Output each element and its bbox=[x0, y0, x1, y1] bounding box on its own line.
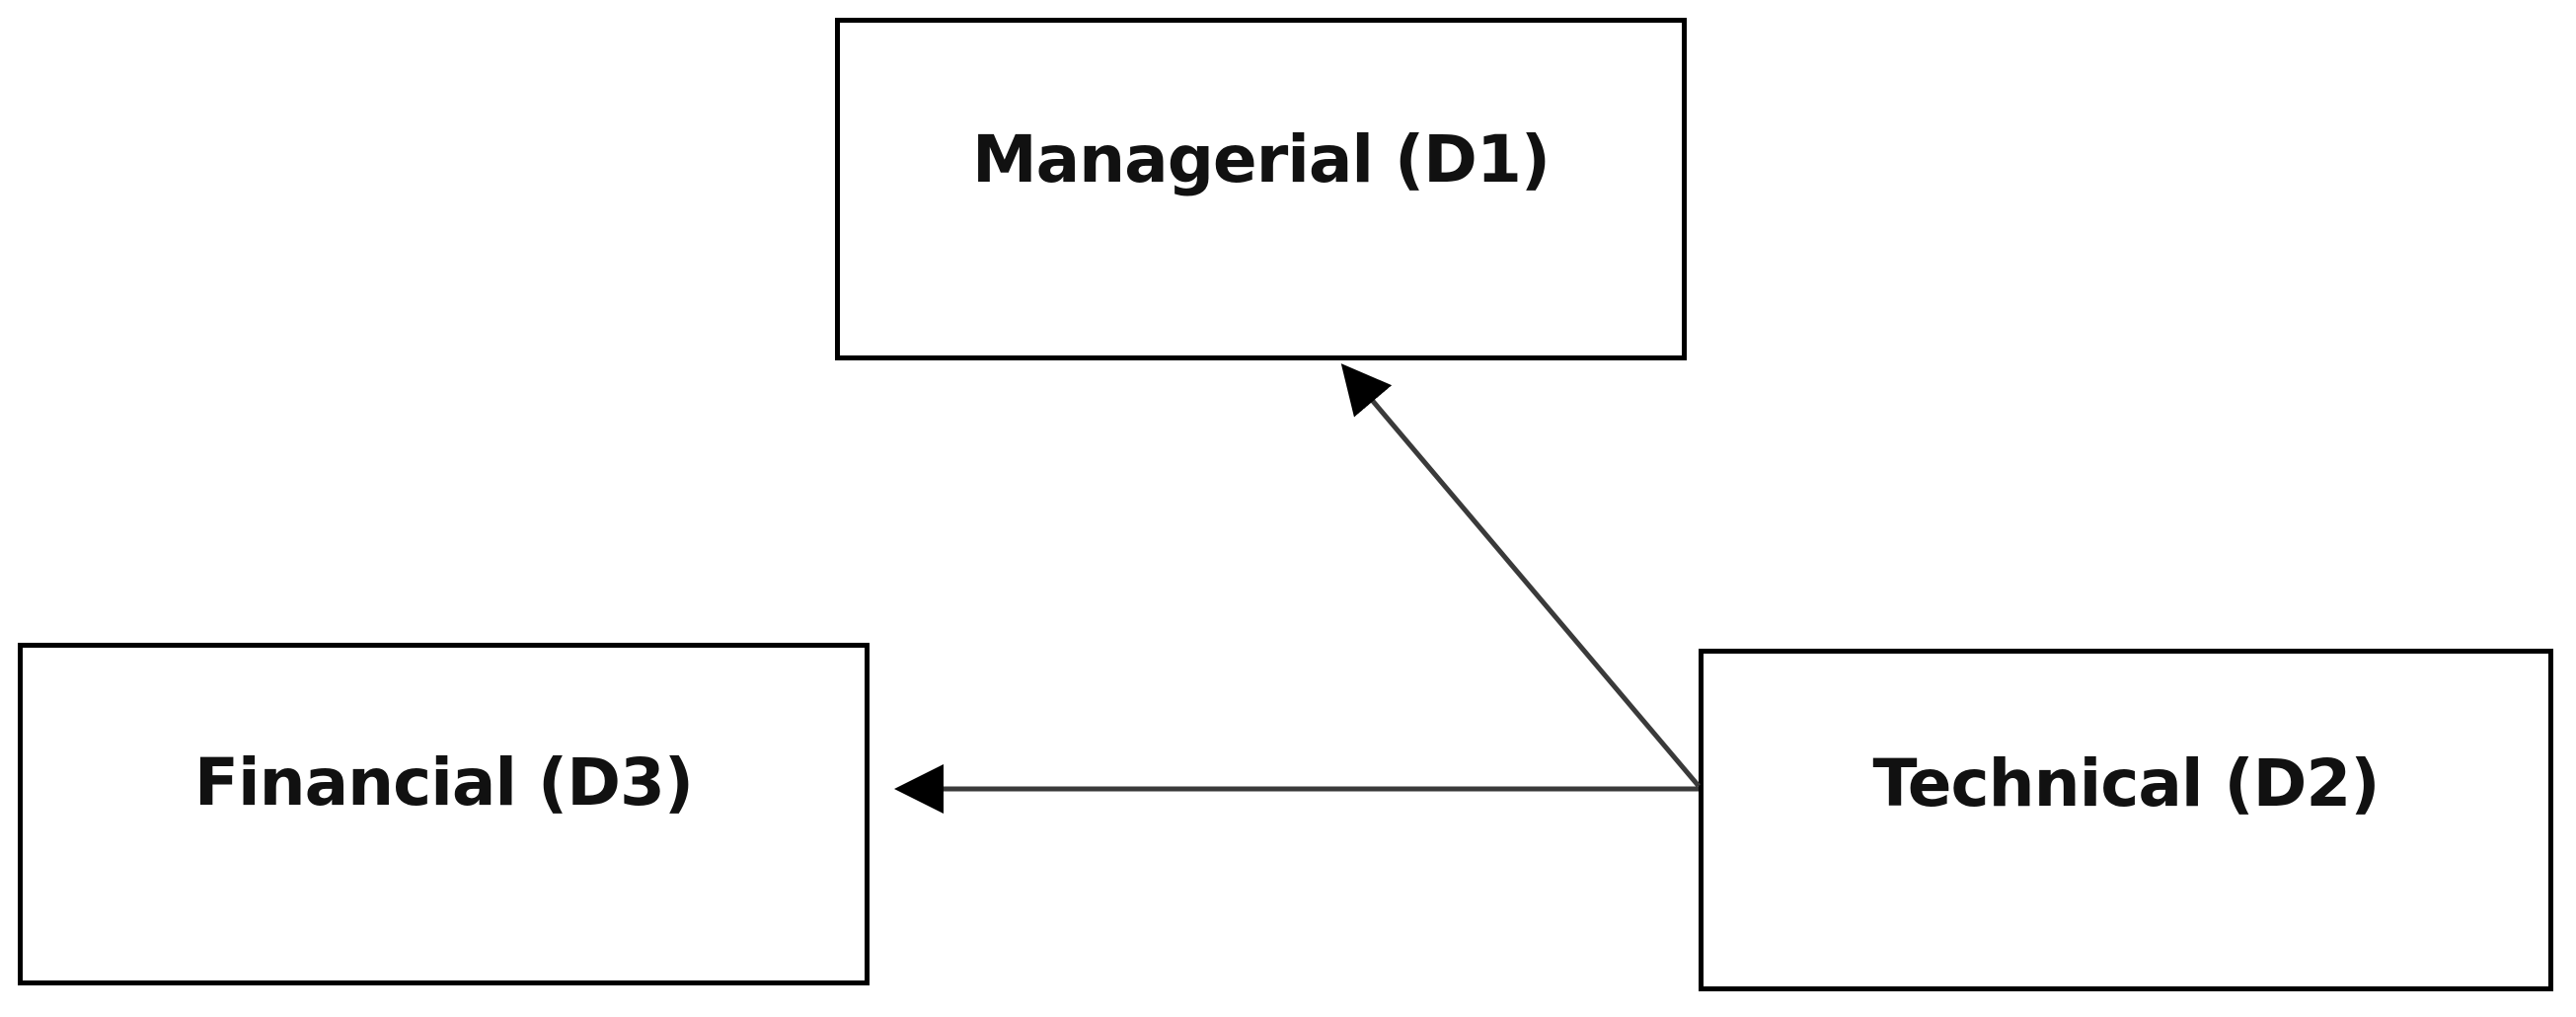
financial-d3-node: Financial (D3) bbox=[18, 643, 870, 985]
financial-d3-label: Financial (D3) bbox=[193, 744, 694, 821]
managerial-d1-node: Managerial (D1) bbox=[835, 18, 1687, 360]
managerial-d1-label: Managerial (D1) bbox=[971, 121, 1551, 197]
technical-d2-label: Technical (D2) bbox=[1872, 745, 2380, 821]
technical-d2-node: Technical (D2) bbox=[1699, 649, 2553, 991]
edge-technical-to-managerial-arrow bbox=[1340, 363, 1701, 788]
